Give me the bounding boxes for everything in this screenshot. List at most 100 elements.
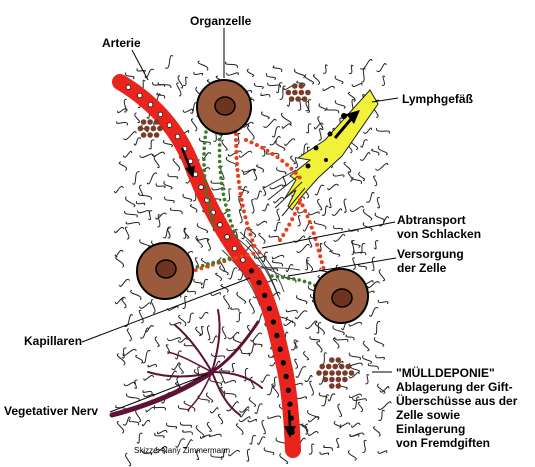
waste-dot	[236, 179, 241, 184]
fiber-strand	[296, 80, 306, 87]
fiber-strand	[139, 184, 144, 196]
blood-cell-dot	[287, 401, 293, 407]
fiber-strand	[116, 120, 128, 126]
fiber-strand	[262, 186, 267, 196]
fiber-strand	[145, 325, 155, 333]
supply-dot	[275, 274, 280, 279]
waste-particle	[292, 89, 298, 96]
waste-dot	[319, 260, 324, 265]
fiber-strand	[321, 394, 330, 407]
supply-dot	[224, 203, 228, 207]
blood-cell-dot	[285, 387, 291, 393]
fiber-strand	[250, 376, 255, 390]
fiber-strand	[334, 336, 349, 342]
artery-blood-cells	[125, 84, 295, 435]
fiber-strand	[193, 71, 204, 76]
waste-dot	[234, 132, 238, 136]
fiber-strand	[119, 278, 131, 287]
fiber-strand	[318, 128, 323, 141]
fiber-strand	[377, 145, 388, 156]
waste-dot	[244, 138, 248, 142]
fiber-strand	[358, 171, 366, 181]
fiber-strand	[340, 422, 351, 427]
waste-particle	[335, 370, 342, 376]
fiber-strand	[228, 267, 238, 280]
fiber-strand	[297, 98, 303, 111]
supply-dot	[200, 263, 205, 268]
fiber-strand	[248, 396, 256, 407]
supply-dot	[217, 143, 222, 147]
fiber-strand	[223, 379, 236, 384]
fiber-strand	[195, 326, 202, 337]
fiber-strand	[331, 249, 341, 257]
supply-dot	[202, 157, 206, 162]
fiber-strand	[337, 403, 342, 417]
fiber-strand	[333, 225, 343, 231]
fiber-strand	[373, 426, 381, 437]
supply-dot	[217, 137, 222, 142]
fiber-strand	[182, 108, 193, 113]
blood-cell-dot	[137, 92, 143, 99]
fiber-strand	[294, 157, 298, 169]
blood-cell-dot	[166, 122, 173, 128]
fiber-strand	[352, 257, 356, 270]
leader-lines	[81, 28, 399, 413]
waste-dot	[297, 175, 302, 180]
fiber-strand	[183, 227, 187, 239]
fiber-strand	[285, 309, 298, 314]
fiber-strand	[148, 210, 153, 221]
fiber-strand	[122, 150, 133, 158]
supply-dot	[222, 197, 227, 202]
fiber-strand	[191, 118, 198, 132]
fiber-strand	[260, 93, 271, 98]
fiber-strand	[221, 326, 227, 339]
waste-particle	[335, 376, 342, 383]
fiber-strand	[235, 311, 242, 323]
waste-dot	[246, 226, 251, 231]
waste-particle	[329, 357, 335, 363]
supply-dot	[217, 148, 222, 153]
waste-dot	[309, 225, 314, 230]
waste-particle	[140, 132, 147, 138]
lymph-vessel	[284, 89, 379, 211]
waste-dot	[297, 200, 302, 205]
blood-cell-dot	[274, 332, 280, 339]
fiber-strand	[348, 321, 363, 327]
fiber-strand	[243, 368, 249, 382]
fiber-strand	[215, 272, 222, 282]
waste-particle	[316, 370, 322, 376]
fiber-strand	[157, 82, 172, 89]
label-kapillaren: Kapillaren	[24, 334, 83, 348]
fiber-strand	[332, 325, 345, 336]
supply-dot	[195, 265, 200, 269]
fiber-strand	[239, 406, 250, 413]
fiber-strand	[224, 61, 238, 69]
fiber-strand	[177, 337, 188, 343]
blood-cell-dot	[283, 373, 289, 380]
label-muelldeponie-line-1: "MÜLLDEPONIE"	[396, 366, 495, 380]
label-nerv: Vegetativer Nerv	[4, 404, 99, 418]
fiber-strand	[122, 349, 137, 356]
supply-dot	[210, 217, 214, 221]
fiber-strand	[251, 199, 255, 214]
fiber-strand	[305, 100, 310, 113]
fiber-strand	[333, 420, 342, 429]
label-abtransport-line-1: Abtransport	[397, 213, 466, 227]
waste-dot	[290, 217, 295, 222]
label-arterie: Arterie	[102, 36, 141, 50]
waste-dot	[311, 231, 316, 236]
waste-particle	[345, 363, 352, 370]
waste-dot	[193, 268, 198, 273]
fiber-strand	[227, 331, 240, 340]
waste-particle	[137, 125, 144, 132]
fiber-strand	[142, 450, 153, 456]
fiber-strand	[381, 75, 386, 86]
fiber-strand	[296, 396, 307, 400]
waste-particle	[153, 119, 160, 125]
fiber-strand	[206, 238, 211, 251]
supply-dot	[286, 276, 291, 280]
fiber-strand	[375, 354, 385, 360]
fiber-strand	[246, 68, 255, 77]
fiber-strand	[301, 423, 309, 433]
label-muelldeponie-line-2: Ablagerung der Gift-	[396, 380, 513, 394]
